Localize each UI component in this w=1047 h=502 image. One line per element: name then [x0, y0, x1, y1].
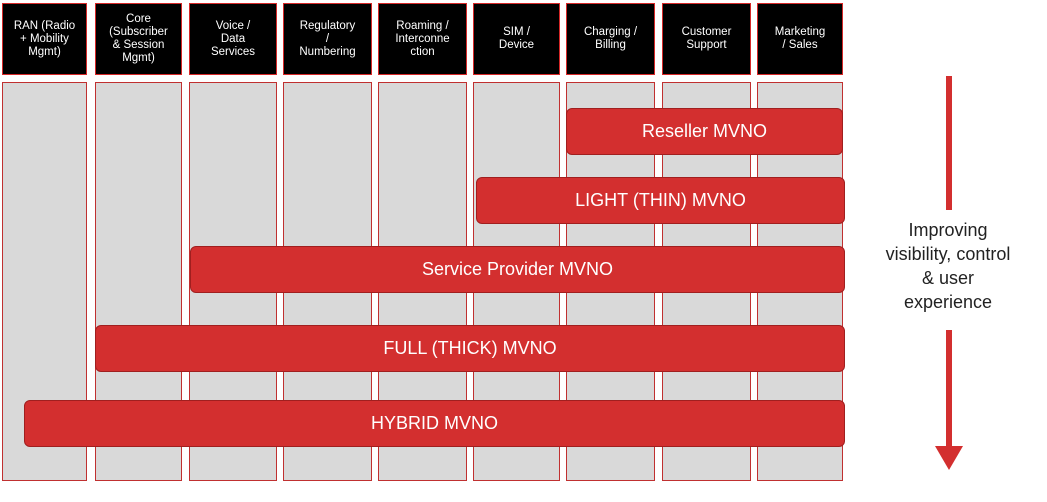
column-header-core: Core (Subscriber & Session Mgmt)	[95, 3, 182, 75]
column-header-label: Voice / Data Services	[210, 19, 256, 58]
column-header-ran: RAN (Radio + Mobility Mgmt)	[2, 3, 87, 75]
column-header-label: Roaming / Interconne ction	[395, 19, 450, 58]
column-header-support: Customer Support	[662, 3, 751, 75]
arrow-shaft-bottom	[946, 330, 952, 448]
column-header-label: Marketing / Sales	[774, 26, 826, 51]
bar-service-provider-mvno: Service Provider MVNO	[190, 246, 845, 293]
column-header-charging: Charging / Billing	[566, 3, 655, 75]
bar-label: HYBRID MVNO	[370, 413, 498, 433]
column-header-sim: SIM / Device	[473, 3, 560, 75]
column-header-label: Customer Support	[681, 26, 732, 51]
arrow-shaft-top	[946, 76, 952, 210]
column-header-roaming: Roaming / Interconne ction	[378, 3, 467, 75]
bar-label: Service Provider MVNO	[421, 259, 614, 279]
column-header-label: RAN (Radio + Mobility Mgmt)	[13, 19, 76, 58]
column-header-marketing: Marketing / Sales	[757, 3, 843, 75]
bar-light-mvno: LIGHT (THIN) MVNO	[476, 177, 845, 224]
arrow-down-icon	[935, 446, 963, 470]
bar-full-mvno: FULL (THICK) MVNO	[95, 325, 845, 372]
column-header-label: Core (Subscriber & Session Mgmt)	[109, 13, 168, 64]
bar-label: FULL (THICK) MVNO	[383, 338, 557, 358]
column-header-label: Charging / Billing	[583, 26, 638, 51]
bar-label: Reseller MVNO	[641, 121, 768, 141]
bar-hybrid-mvno: HYBRID MVNO	[24, 400, 845, 447]
column-header-regulatory: Regulatory / Numbering	[283, 3, 372, 75]
bar-label: LIGHT (THIN) MVNO	[575, 190, 746, 210]
column-header-label: Regulatory / Numbering	[299, 19, 356, 58]
bar-reseller-mvno: Reseller MVNO	[566, 108, 843, 155]
column-header-voice-data: Voice / Data Services	[189, 3, 277, 75]
column-header-label: SIM / Device	[498, 26, 535, 51]
arrow-label: Improving visibility, control & user exp…	[885, 220, 1011, 312]
